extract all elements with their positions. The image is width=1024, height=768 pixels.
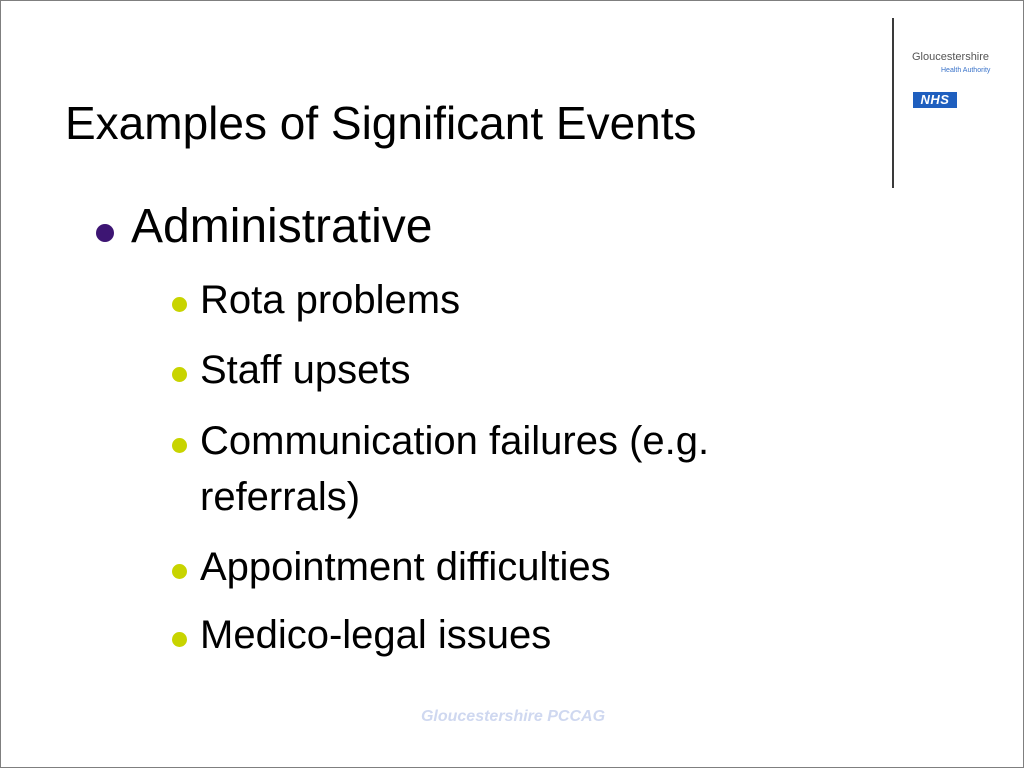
sub-bullet-item: Rota problems (172, 276, 461, 324)
header-divider (892, 18, 894, 188)
logo-organisation: Gloucestershire (912, 51, 990, 63)
sub-bullet-text: Rota problems (200, 278, 461, 322)
sub-bullet-item: Medico-legal issues (172, 611, 552, 659)
sub-bullet-item: Appointment difficulties (172, 543, 611, 591)
sub-bullet-text: Staff upsets (200, 348, 411, 392)
secondary-bullet-icon (172, 632, 187, 647)
secondary-bullet-icon (172, 367, 187, 382)
logo-subtitle: Health Authority (941, 67, 991, 74)
nhs-logo: NHS (913, 92, 957, 108)
sub-bullet-text: Appointment difficulties (200, 545, 611, 589)
slide-title: Examples of Significant Events (65, 97, 697, 149)
sub-bullet-text: referrals) (200, 475, 361, 519)
bullet-heading-text: Administrative (131, 200, 433, 253)
sub-bullet-item: Communication failures (e.g. (172, 417, 710, 465)
secondary-bullet-icon (172, 297, 187, 312)
slide-footer: Gloucestershire PCCAG (420, 708, 606, 725)
sub-bullet-text: Communication failures (e.g. (200, 419, 710, 463)
secondary-bullet-icon (172, 564, 187, 579)
secondary-bullet-icon (172, 438, 187, 453)
bullet-heading: Administrative (96, 199, 433, 255)
sub-bullet-text: Medico-legal issues (200, 613, 552, 657)
primary-bullet-icon (96, 224, 114, 242)
sub-bullet-item: Staff upsets (172, 346, 411, 394)
sub-bullet-continuation: referrals) (200, 473, 360, 521)
